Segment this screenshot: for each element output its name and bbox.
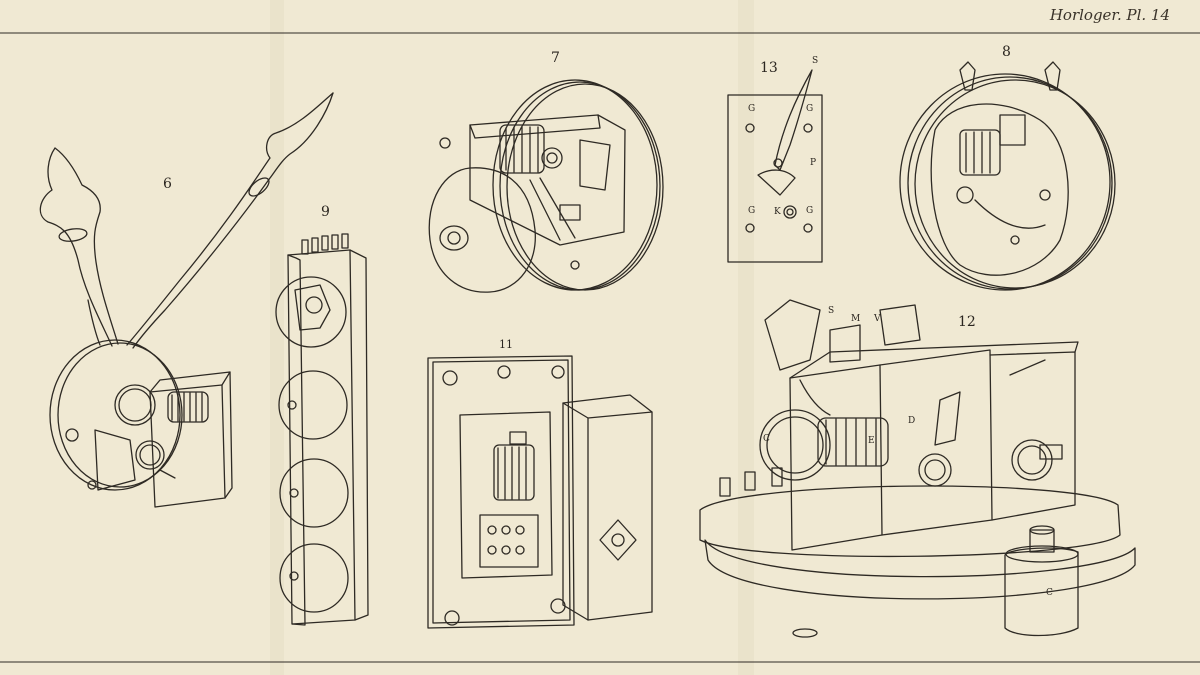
fig13-letter-g: G	[748, 104, 756, 114]
figure-11-drawing	[427, 355, 653, 629]
figure-12-drawing	[699, 299, 1136, 638]
fig13-letter-g: G	[806, 206, 814, 216]
figure-7-drawing	[428, 79, 664, 293]
fig13-letter-g: G	[806, 104, 814, 114]
figure-8-drawing	[899, 61, 1116, 291]
figure-number-7: 7	[551, 50, 560, 66]
fig13-letter-s: S	[812, 56, 819, 66]
fig13-letter-g: G	[748, 206, 756, 216]
fold-shadow	[270, 0, 284, 675]
fig12-letter-c: C	[763, 434, 770, 444]
fig12-letter-e: E	[868, 436, 875, 446]
fig12-letter-s: S	[828, 306, 835, 316]
fig13-letter-k: K	[774, 207, 781, 217]
figure-number-12: 12	[958, 314, 976, 330]
fig12-letter-d: D	[908, 416, 916, 426]
figure-13-drawing	[727, 69, 823, 263]
fig12-letter-v: V	[874, 314, 881, 324]
figure-number-13: 13	[760, 60, 778, 76]
figure-number-6: 6	[163, 176, 172, 192]
figure-number-9: 9	[321, 204, 330, 220]
figure-number-8: 8	[1002, 44, 1011, 60]
figure-number-11: 11	[499, 338, 513, 351]
fig12-letter-c: C	[1046, 588, 1053, 598]
fig12-letter-m: M	[851, 314, 861, 324]
plate-header: Horloger. Pl. 14	[1049, 6, 1170, 24]
fold-shadow	[738, 0, 754, 675]
figure-9-drawing	[275, 233, 369, 626]
figure-6-drawing	[39, 92, 334, 508]
fig13-letter-p: P	[810, 158, 817, 168]
